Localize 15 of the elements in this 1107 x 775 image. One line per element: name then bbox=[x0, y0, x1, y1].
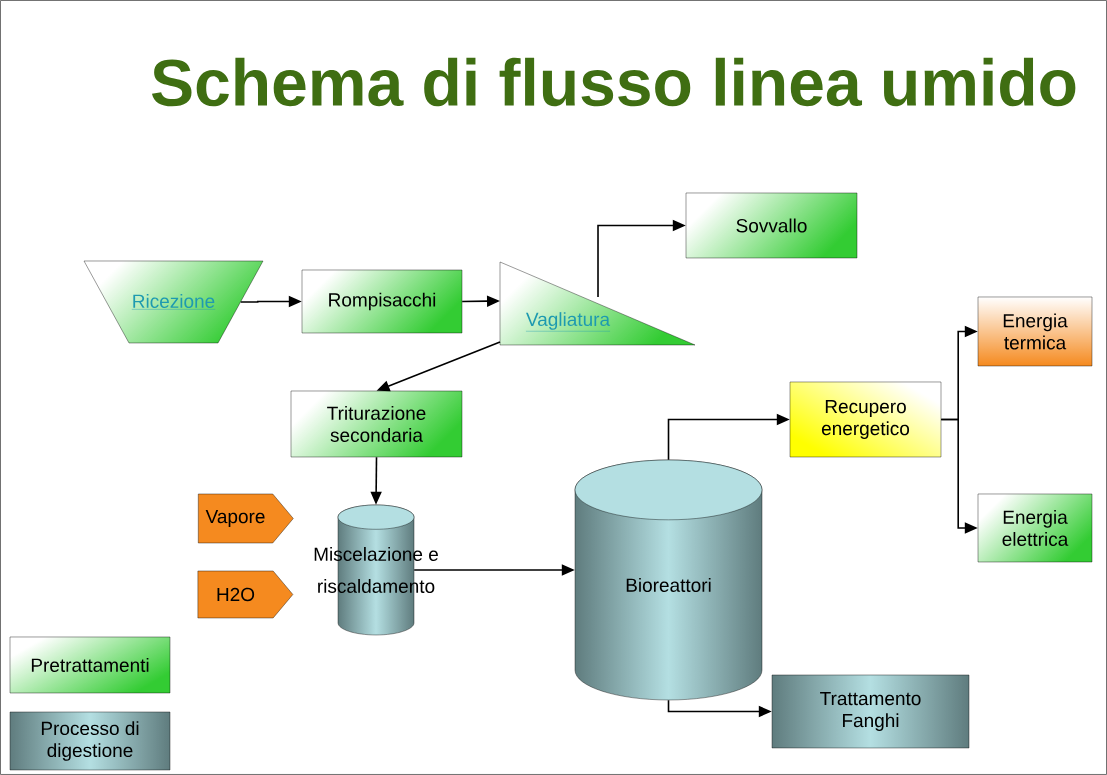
reactor-cylinder: Bioreattori bbox=[574, 459, 763, 701]
output-box: Energia elettrica bbox=[977, 493, 1093, 563]
process-box: Trattamento Fanghi bbox=[771, 674, 970, 749]
pentagon-label: Vapore bbox=[198, 493, 294, 544]
process-box: Rompisacchi bbox=[301, 269, 463, 334]
legend-key: Pretrattamenti bbox=[9, 636, 171, 694]
output-box: Energia termica bbox=[977, 296, 1093, 367]
title: Schema di flusso linea umido bbox=[151, 57, 1076, 107]
process-box: Recupero energetico bbox=[789, 381, 942, 458]
pentagon-label: H2O bbox=[197, 570, 294, 619]
screen-triangle: Vagliatura bbox=[499, 261, 696, 346]
process-box: Sovvallo bbox=[685, 192, 858, 259]
tank-cylinder: Miscelazione e riscaldamento bbox=[314, 504, 438, 636]
legend-key: Processo di digestione bbox=[9, 711, 171, 771]
process-box: Triturazione secondaria bbox=[290, 390, 463, 458]
